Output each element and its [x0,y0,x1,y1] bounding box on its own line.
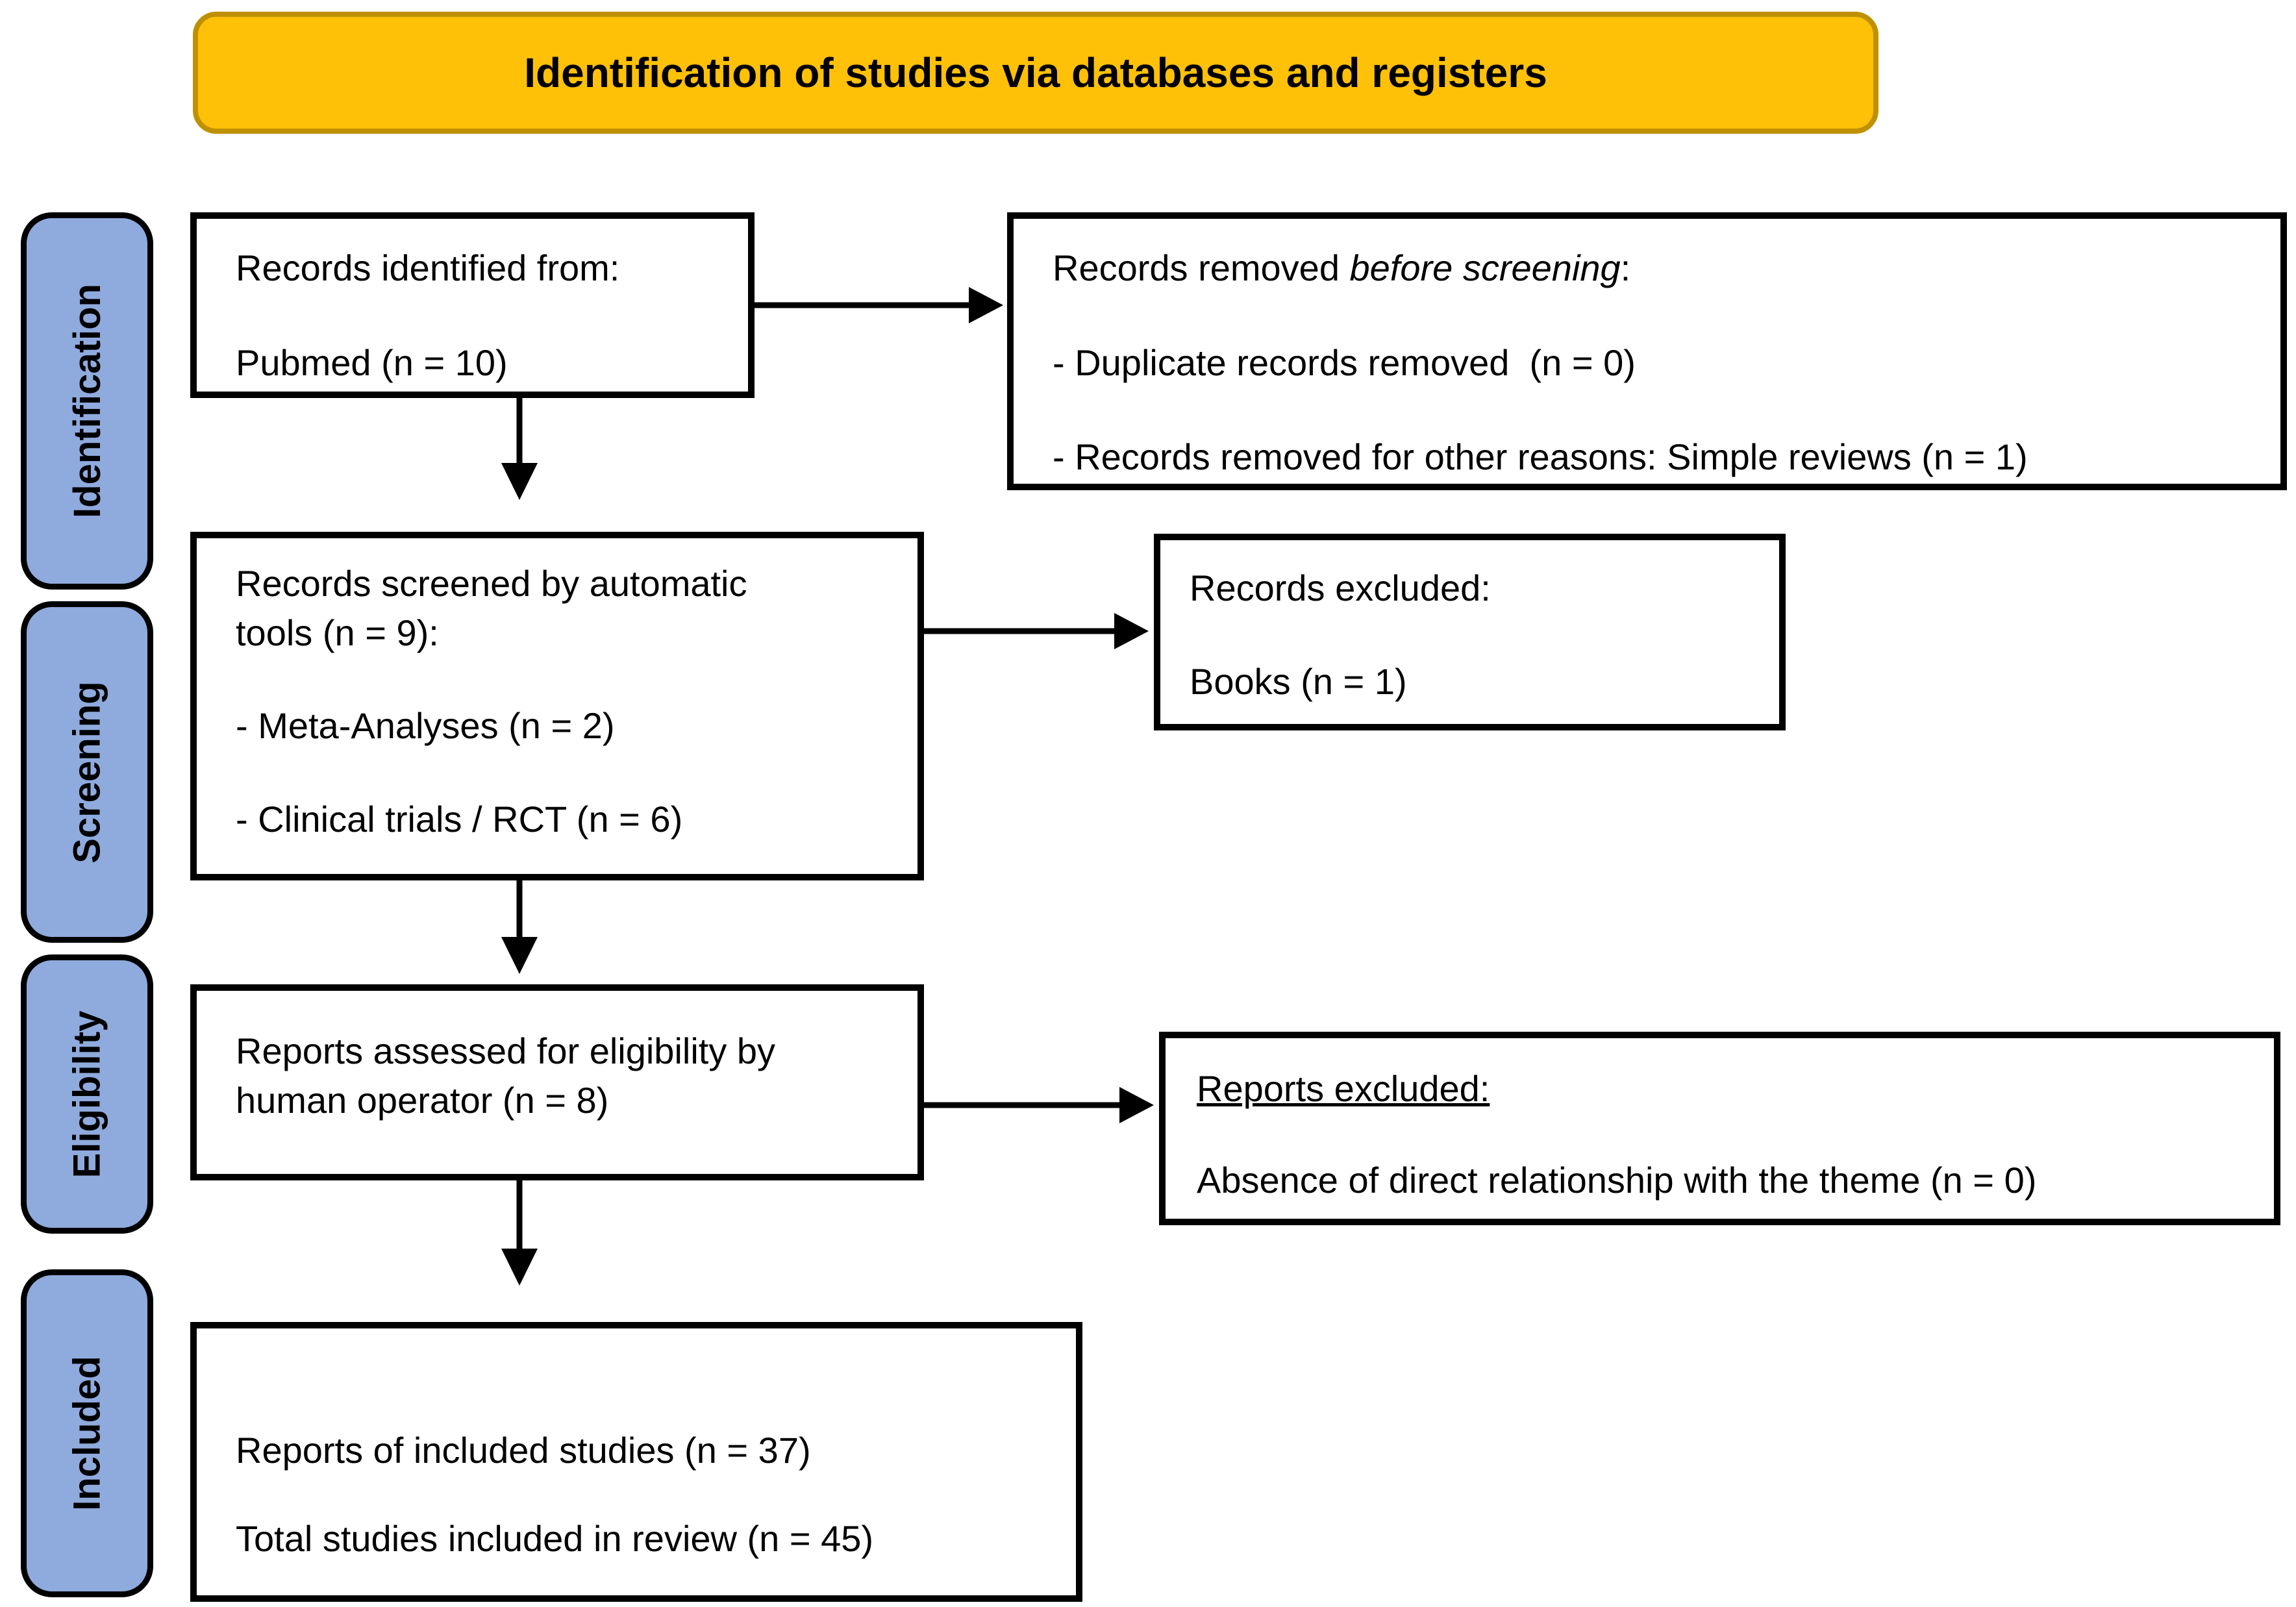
box-records-excluded: Records excluded: Books (n = 1) [1154,534,1786,730]
arrowhead [1119,1087,1154,1123]
box-records-removed-before-screening: Records removed before screening: - Dupl… [1007,212,2287,490]
stage-eligibility: Eligibility [21,954,153,1234]
box-records-screened: Records screened by automatic tools (n =… [190,532,924,880]
arrowhead [969,287,1003,323]
reports-excluded-title-text: Reports excluded: [1197,1068,1490,1109]
title-banner: Identification of studies via databases … [193,12,1878,134]
arrowhead [1114,613,1149,649]
stage-screening: Screening [21,601,153,943]
arrowhead [501,937,538,974]
arrowhead [501,1249,538,1286]
records-screened-item-meta: - Meta-Analyses (n = 2) [236,705,615,747]
records-excluded-reason: Books (n = 1) [1190,660,1407,702]
records-removed-item-duplicates: - Duplicate records removed (n = 0) [1053,342,1636,383]
stage-included-label: Included [66,1356,108,1511]
records-excluded-title: Records excluded: [1190,567,1491,608]
records-screened-title: Records screened by automatic tools (n =… [236,563,758,653]
arrow-assessed-to-included [501,1180,538,1286]
box-reports-excluded: Reports excluded: Absence of direct rela… [1159,1032,2280,1225]
records-removed-title-italic: before screening [1349,247,1621,288]
reports-excluded-title: Reports excluded: [1197,1064,2254,1114]
records-identified-source: Pubmed (n = 10) [236,342,508,383]
arrow-identified-to-removed [755,287,1003,323]
records-removed-title-prefix: Records removed [1053,247,1350,288]
reports-excluded-reason: Absence of direct relationship with the … [1197,1159,2037,1201]
arrow-screened-to-records-excluded [924,613,1149,649]
box-included-studies: Reports of included studies (n = 37) Tot… [190,1322,1082,1602]
stage-identification: Identification [21,212,153,590]
arrow-identified-to-screened [501,398,538,500]
records-removed-title: Records removed before screening: [1053,243,2261,293]
included-reports-count: Reports of included studies (n = 37) [236,1430,811,1471]
records-screened-item-rct: - Clinical trials / RCT (n = 6) [236,798,683,840]
included-total-count: Total studies included in review (n = 45… [236,1517,874,1559]
stage-identification-label: Identification [66,284,108,518]
stage-included: Included [21,1269,153,1597]
arrow-screened-to-assessed [501,880,538,974]
stage-eligibility-label: Eligibility [66,1010,108,1178]
records-removed-item-other: - Records removed for other reasons: Sim… [1053,436,2028,478]
records-removed-title-suffix: : [1620,247,1631,288]
stage-screening-label: Screening [66,680,108,864]
title-banner-label: Identification of studies via databases … [524,49,1547,96]
reports-assessed-text: Reports assessed for eligibility by huma… [236,1030,786,1121]
box-reports-assessed: Reports assessed for eligibility by huma… [190,984,924,1180]
arrowhead [501,463,538,500]
records-identified-title: Records identified from: [236,247,620,288]
arrow-assessed-to-reports-excluded [924,1087,1154,1123]
box-records-identified: Records identified from: Pubmed (n = 10) [190,212,755,398]
